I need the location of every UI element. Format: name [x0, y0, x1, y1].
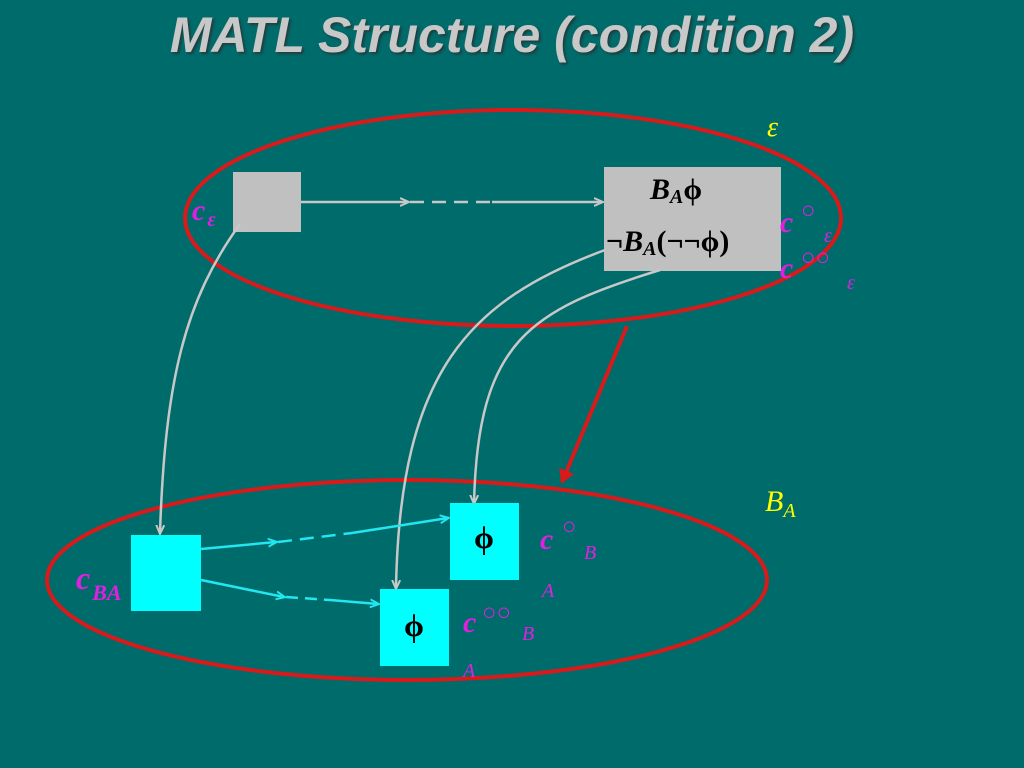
top-right-state [604, 167, 781, 271]
line1-sub: A [668, 186, 683, 208]
top-model-name: ε [767, 112, 778, 143]
line2-neg: ¬ [606, 225, 623, 258]
bottom-lower-seg1 [200, 578, 284, 597]
top-model-ellipse [183, 108, 843, 328]
bottom-label-bottom-sup: ○○ [482, 600, 511, 626]
bottom-left-label-sub: BA [91, 580, 121, 605]
top-right-label-2-sup: ○○ [801, 245, 830, 271]
bottom-name-main: B [765, 485, 783, 518]
page-title: MATL Structure (condition 2) [169, 7, 855, 63]
phi-bottom: ϕ [404, 607, 424, 643]
bottom-phi-top-state [450, 503, 519, 580]
cross-arrow-left [160, 223, 242, 533]
bottom-label-top-sub: B [584, 542, 596, 564]
bottom-upper-seg1 [200, 542, 276, 551]
bottom-label-top-sup: ○ [562, 514, 577, 540]
top-right-state-line2: ¬BA(¬¬ϕ) [606, 225, 729, 260]
bottom-model-name: BA [765, 485, 796, 522]
bottom-model-ellipse [45, 478, 769, 682]
line1-tail: ϕ [683, 173, 702, 206]
bottom-label-bottom-sub: B [522, 623, 534, 645]
bottom-phi-bottom-state [380, 589, 449, 666]
line2-main: B [622, 225, 643, 258]
top-right-label-1-main: c [780, 206, 793, 239]
line1-main: B [649, 173, 670, 206]
top-left-label-main: c [192, 194, 205, 227]
bottom-left-state-label: cBA [76, 560, 122, 605]
cross-arrow-right [474, 268, 661, 503]
bottom-left-state [131, 535, 201, 611]
bottom-label-bottom-subsub: A [461, 660, 476, 682]
top-right-label-1-sub: ε [824, 225, 832, 247]
model-transition-arrow [559, 325, 629, 484]
bottom-left-label-main: c [76, 560, 90, 596]
bottom-upper-seg2 [351, 518, 448, 535]
bottom-lower-seg2 [329, 600, 378, 604]
top-right-state-line1: BAϕ [649, 173, 702, 208]
line2-sub: A [641, 238, 656, 260]
bottom-label-bottom-main: c [463, 606, 476, 639]
bottom-name-sub: A [781, 500, 796, 522]
phi-top: ϕ [474, 519, 494, 555]
bottom-label-top-subsub: A [540, 580, 555, 602]
cross-arrow-middle [396, 248, 606, 588]
top-left-label-sub: ε [207, 209, 216, 231]
top-right-label-2-sub: ε [847, 272, 855, 294]
top-left-state [233, 172, 301, 232]
bottom-upper-dashes [277, 531, 353, 544]
bottom-lower-dashes [285, 595, 331, 602]
bottom-label-top-main: c [540, 523, 553, 556]
top-right-label-1-sup: ○ [801, 198, 816, 224]
top-right-label-2-main: c [780, 252, 793, 285]
line2-tail: (¬¬ϕ) [656, 225, 729, 258]
